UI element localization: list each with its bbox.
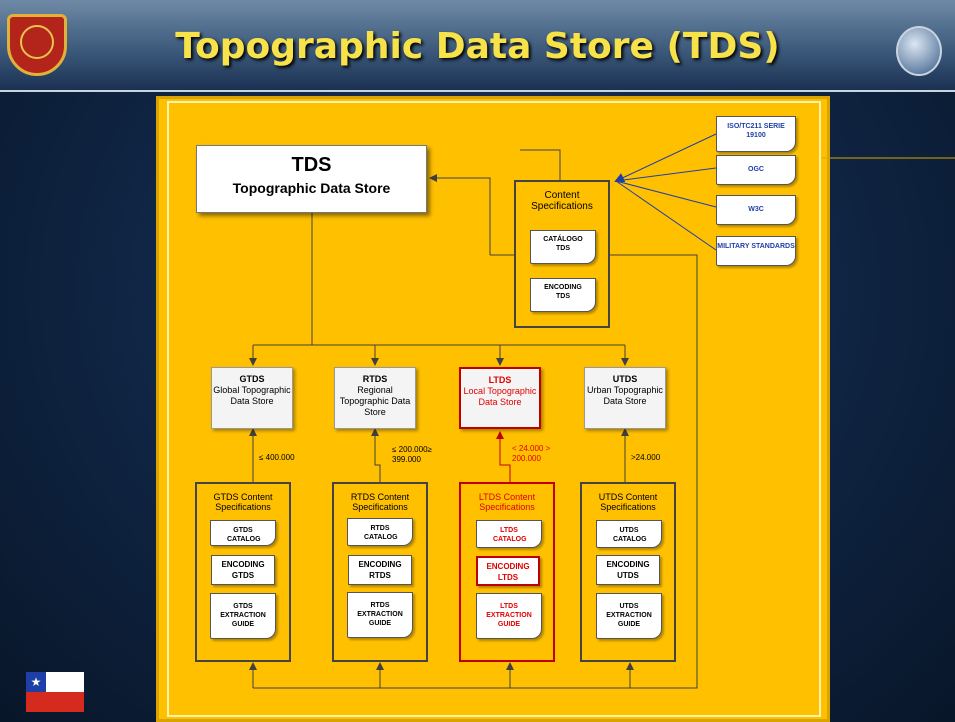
rtds-extraction-guide-doc: RTDS EXTRACTION GUIDE xyxy=(347,592,413,638)
utds-box: UTDS Urban Topographic Data Store xyxy=(584,367,666,429)
rtds-abbr: RTDS xyxy=(362,374,388,384)
gtds-spec-frame: GTDS Content Specifications xyxy=(195,482,291,662)
gtds-extraction-guide-doc: GTDS EXTRACTION GUIDE xyxy=(210,593,276,639)
globe-emblem-logo xyxy=(896,26,942,76)
utds-abbr: UTDS xyxy=(612,374,638,384)
shield-emblem-icon xyxy=(20,25,54,59)
rtds-name: Regional Topographic Data Store xyxy=(339,385,411,417)
utds-encoding-box: ENCODING UTDS xyxy=(596,555,660,585)
utds-spec-frame: UTDS Content Specifications xyxy=(580,482,676,662)
rtds-threshold: ≤ 200.000≥ 399.000 xyxy=(392,445,432,464)
diagram-panel-border xyxy=(167,101,821,717)
ltds-encoding-box: ENCODING LTDS xyxy=(476,556,540,586)
tds-box: TDS Topographic Data Store xyxy=(196,145,427,213)
rtds-spec-label: RTDS Content Specifications xyxy=(350,492,410,512)
ltds-spec-frame: LTDS Content Specifications xyxy=(459,482,555,662)
gtds-box: GTDS Global Topographic Data Store xyxy=(211,367,293,429)
content-specifications-label: Content Specifications xyxy=(531,190,593,212)
tds-title: TDS xyxy=(291,154,332,176)
standard-iso-doc: ISO/TC211 SERIE 19100 xyxy=(716,116,796,152)
ltds-spec-label: LTDS Content Specifications xyxy=(478,492,536,512)
ltds-box: LTDS Local Topographic Data Store xyxy=(459,367,541,429)
gtds-encoding-box: ENCODING GTDS xyxy=(211,555,275,585)
ltds-threshold: < 24.000 > 200.000 xyxy=(512,444,551,463)
utds-extraction-guide-doc: UTDS EXTRACTION GUIDE xyxy=(596,593,662,639)
chile-flag-icon: ★ xyxy=(26,672,84,712)
standard-w3c-doc: W3C xyxy=(716,195,796,225)
utds-name: Urban Topographic Data Store xyxy=(587,385,663,406)
ltds-abbr: LTDS xyxy=(488,375,512,385)
ltds-name: Local Topographic Data Store xyxy=(463,386,537,407)
rtds-catalog-doc: RTDS CATALOG xyxy=(347,518,413,546)
utds-threshold: >24.000 xyxy=(631,453,661,462)
ltds-extraction-guide-doc: LTDS EXTRACTION GUIDE xyxy=(476,593,542,639)
utds-catalog-doc: UTDS CATALOG xyxy=(596,520,662,548)
catalogo-tds-doc: CATÁLOGO TDS xyxy=(530,230,596,264)
encoding-tds-doc: ENCODING TDS xyxy=(530,278,596,312)
rtds-box: RTDS Regional Topographic Data Store xyxy=(334,367,416,429)
page-title: Topographic Data Store (TDS) xyxy=(175,26,780,67)
rtds-spec-frame: RTDS Content Specifications xyxy=(332,482,428,662)
standard-military-doc: MILITARY STANDARDS xyxy=(716,236,796,266)
gtds-spec-label: GTDS Content Specifications xyxy=(213,492,273,512)
gtds-abbr: GTDS xyxy=(239,374,265,384)
utds-spec-label: UTDS Content Specifications xyxy=(598,492,658,512)
gtds-name: Global Topographic Data Store xyxy=(213,385,291,406)
title-banner xyxy=(0,0,955,92)
rtds-encoding-box: ENCODING RTDS xyxy=(348,555,412,585)
gtds-threshold: ≤ 400.000 xyxy=(259,453,295,462)
standard-ogc-doc: OGC xyxy=(716,155,796,185)
army-shield-logo xyxy=(7,14,67,76)
gtds-catalog-doc: GTDS CATALOG xyxy=(210,520,276,546)
tds-subtitle: Topographic Data Store xyxy=(232,180,391,196)
ltds-catalog-doc: LTDS CATALOG xyxy=(476,520,542,548)
